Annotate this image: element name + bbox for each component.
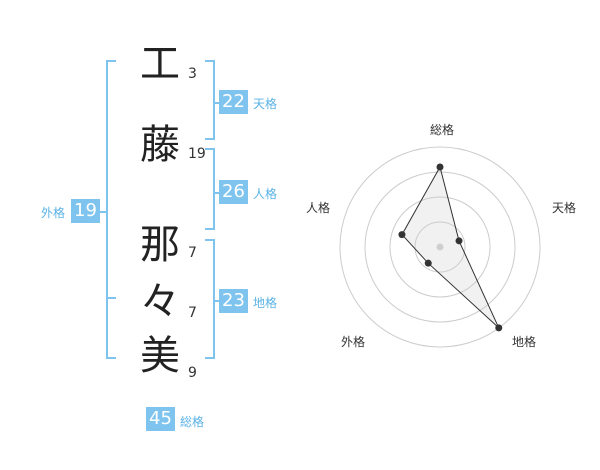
- gaikaku-value: 19: [71, 199, 100, 223]
- jinkaku-label: 人格: [253, 187, 278, 201]
- name-char-1: 工: [140, 41, 180, 87]
- jinkaku-value: 26: [219, 180, 248, 204]
- radar-axis-label-gaikaku: 外格: [340, 335, 365, 349]
- radar-point-4: [424, 259, 432, 267]
- radar-ring: [414, 221, 466, 273]
- radar-point-1: [436, 163, 444, 171]
- radar-axis-label-tenkaku: 天格: [551, 201, 576, 215]
- stroke-count-4: 7: [188, 305, 197, 321]
- chikaku-label: 地格: [253, 296, 278, 310]
- stroke-count-5: 9: [188, 365, 197, 381]
- stroke-count-2: 19: [188, 146, 206, 162]
- name-char-3: 那: [140, 222, 180, 268]
- radar-ring: [389, 196, 491, 298]
- radar-point-3: [495, 324, 503, 332]
- radar-ring: [339, 146, 541, 348]
- radar-series-polygon: [401, 165, 500, 329]
- radar-point-5: [398, 231, 406, 239]
- radar-ring: [364, 171, 516, 323]
- radar-center-dot: [436, 243, 444, 251]
- soukaku-label: 総格: [180, 415, 205, 429]
- chikaku-value: 23: [219, 289, 248, 313]
- tenkaku-value: 22: [219, 90, 248, 114]
- name-char-2: 藤: [140, 122, 180, 168]
- radar-axis-label-jinkaku: 人格: [305, 201, 330, 215]
- stroke-count-3: 7: [188, 245, 197, 261]
- radar-axis-label-chikaku: 地格: [511, 335, 536, 349]
- name-char-4: 々: [140, 279, 180, 325]
- stroke-count-1: 3: [188, 66, 197, 82]
- soukaku-value: 45: [146, 407, 175, 431]
- tenkaku-label: 天格: [253, 97, 278, 111]
- name-char-5: 美: [140, 333, 180, 379]
- radar-axis-label-soukaku: 総格: [429, 123, 454, 137]
- gaikaku-label: 外格: [41, 206, 66, 220]
- radar-point-2: [455, 237, 463, 245]
